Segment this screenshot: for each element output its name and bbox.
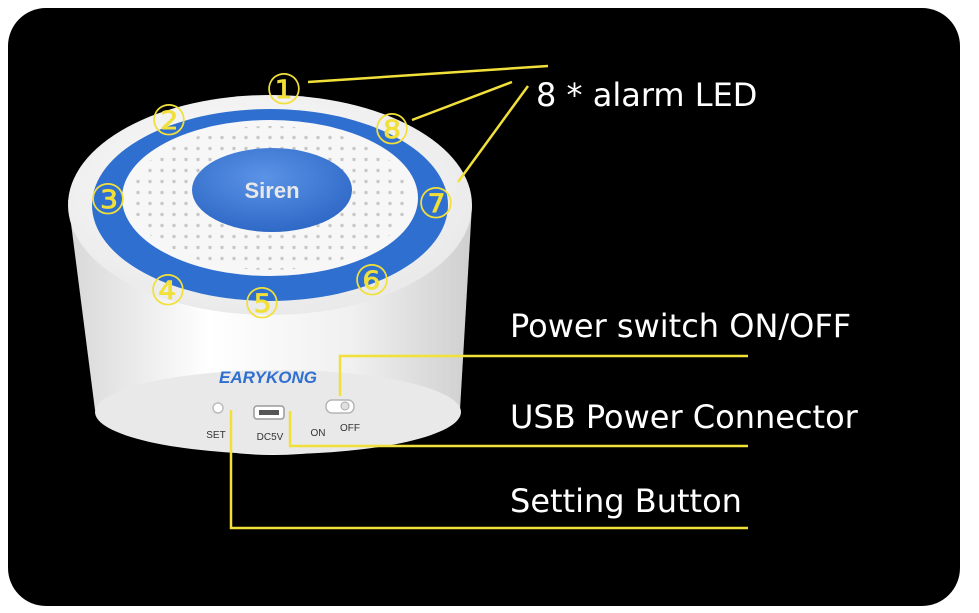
led-marker-5: ⑤	[243, 279, 281, 328]
leader-line-usb	[288, 411, 748, 448]
leader-line-setting	[229, 410, 748, 530]
port-label-on: ON	[311, 428, 326, 439]
led-marker-2: ②	[150, 96, 188, 145]
setting-button-label: Setting Button	[510, 482, 742, 520]
brand-logo: EARYKONG	[219, 368, 317, 387]
led-marker-1: ①	[265, 65, 303, 114]
setting-button-control[interactable]	[212, 402, 224, 414]
leader-line-led1	[307, 64, 549, 84]
power-switch-control[interactable]	[325, 399, 355, 414]
led-marker-6: ⑥	[353, 256, 391, 305]
power-switch-label: Power switch ON/OFF	[510, 307, 852, 345]
port-label-off: OFF	[340, 423, 360, 434]
leader-line-power-switch	[338, 354, 748, 396]
led-marker-7: ⑦	[417, 179, 455, 228]
led-marker-3: ③	[89, 175, 127, 224]
leader-line-led7	[456, 85, 530, 183]
led-marker-8: ⑧	[373, 105, 411, 154]
alarm-led-label: 8 * alarm LED	[536, 76, 758, 114]
siren-button-label: Siren	[244, 178, 299, 203]
siren-button[interactable]	[192, 148, 352, 232]
led-marker-4: ④	[149, 266, 187, 315]
leader-line-led8	[411, 80, 513, 122]
usb-power-label: USB Power Connector	[510, 398, 858, 436]
port-label-dc5v: DC5V	[257, 432, 284, 443]
port-label-set: SET	[206, 430, 225, 441]
